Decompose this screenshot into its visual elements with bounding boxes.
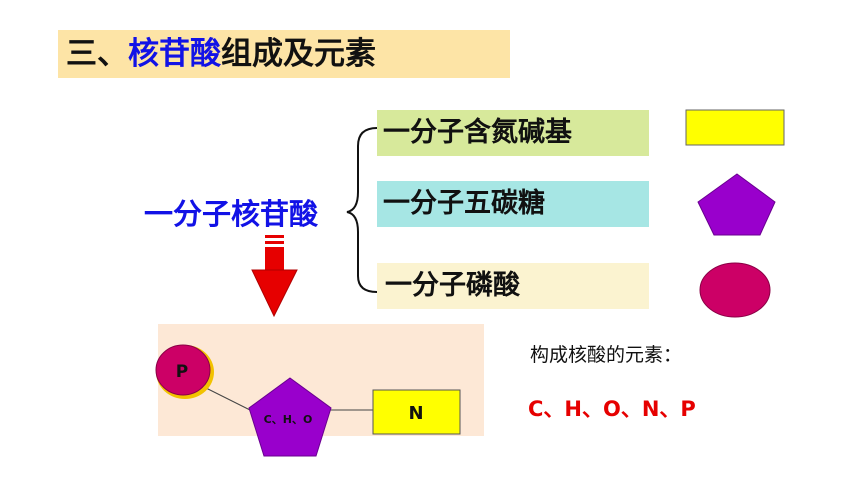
- title-suffix: 组成及元素: [221, 36, 376, 72]
- page-title: 三、核苷酸组成及元素: [66, 30, 376, 78]
- base-rectangle-shape: [685, 109, 785, 146]
- down-arrow-icon: [251, 235, 298, 318]
- component-phosphate: 一分子磷酸: [377, 263, 649, 309]
- elements-list: C、H、O、N、P: [528, 397, 696, 421]
- phosphate-ellipse-shape: [699, 262, 771, 318]
- sugar-pentagon-diagram: [248, 377, 332, 457]
- nucleotide-label: 一分子核苷酸: [144, 197, 319, 231]
- curly-brace: [346, 127, 378, 293]
- sugar-label: C、H、O: [264, 413, 313, 426]
- title-bar: [58, 30, 510, 78]
- elements-title: 构成核酸的元素：: [530, 344, 683, 366]
- connector-phosphate-sugar: [199, 384, 251, 411]
- sugar-pentagon-shape: [697, 173, 776, 236]
- phosphate-label: P: [176, 362, 188, 382]
- base-rectangle-diagram: [372, 389, 461, 435]
- component-nitrogenous-base: 一分子含氮碱基: [377, 110, 649, 156]
- phosphate-circle-shape: [155, 344, 211, 396]
- component-pentose-sugar: 一分子五碳糖: [377, 181, 649, 227]
- title-highlight: 核苷酸: [128, 36, 221, 72]
- base-label: N: [408, 403, 423, 424]
- title-prefix: 三、: [66, 36, 128, 72]
